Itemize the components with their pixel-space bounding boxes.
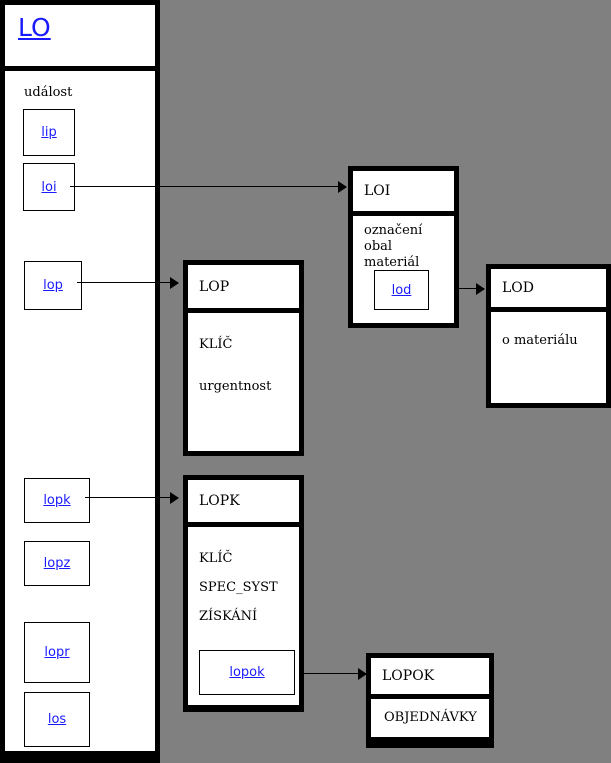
arrowhead-loi-to-LOI <box>338 181 347 193</box>
attribute-material: materiál <box>364 255 420 270</box>
connector-lopok-to-LOPOK <box>291 673 366 674</box>
link-box-lopk[interactable]: lopk <box>24 478 90 523</box>
arrowhead-lop-to-LOP <box>170 277 179 289</box>
attribute-urgentnost: urgentnost <box>199 379 272 394</box>
entity-LOPK-body: KLÍČ SPEC_SYST ZÍSKÁNÍ lopok <box>188 527 299 705</box>
entity-LOI[interactable]: LOI označení obal materiál lod <box>348 166 459 328</box>
panel-title-link[interactable]: LO <box>18 13 51 42</box>
connector-lopk-to-LOPK <box>85 497 178 498</box>
entity-LOP-body: KLÍČ urgentnost <box>188 313 299 451</box>
entity-LOD-name: LOD <box>502 280 534 296</box>
link-box-lopok[interactable]: lopok <box>199 650 295 695</box>
attribute-o-materialu: o materiálu <box>502 333 578 348</box>
attribute-obal: obal <box>364 239 393 254</box>
attribute-klic-lop: KLÍČ <box>199 337 233 352</box>
connector-lop-to-LOP <box>77 282 178 283</box>
connector-loi-to-LOI <box>70 186 346 187</box>
panel-title-box: LO <box>5 5 155 66</box>
link-los[interactable]: los <box>47 712 67 727</box>
entity-LOI-body: označení obal materiál lod <box>353 216 454 323</box>
link-box-lopr[interactable]: lopr <box>24 622 90 683</box>
link-box-lip[interactable]: lip <box>23 109 75 156</box>
attribute-objednavky: OBJEDNÁVKY <box>384 710 477 725</box>
entity-LOPK-name: LOPK <box>199 493 240 509</box>
panel-section-label: událost <box>24 85 73 100</box>
attribute-klic-lopk: KLÍČ <box>199 551 233 566</box>
entity-LOPOK-name: LOPOK <box>382 668 435 684</box>
arrowhead-lod-to-LOD <box>476 283 485 295</box>
left-panel: LO událost lip loi lop lopk lopz lopr <box>0 0 160 763</box>
attribute-ziskani: ZÍSKÁNÍ <box>199 609 258 624</box>
link-lod[interactable]: lod <box>391 282 412 298</box>
link-lopr[interactable]: lopr <box>44 645 70 660</box>
link-box-loi[interactable]: loi <box>23 163 75 211</box>
entity-LOPK-header: LOPK <box>188 480 299 522</box>
entity-LOD[interactable]: LOD o materiálu <box>486 264 611 408</box>
entity-LOD-header: LOD <box>491 269 606 307</box>
link-lop[interactable]: lop <box>43 278 63 293</box>
entity-LOP-name: LOP <box>199 278 230 295</box>
entity-LOI-header: LOI <box>353 171 454 211</box>
entity-LOPK[interactable]: LOPK KLÍČ SPEC_SYST ZÍSKÁNÍ lopok <box>183 475 304 712</box>
link-lip[interactable]: lip <box>41 125 57 140</box>
link-box-lopz[interactable]: lopz <box>24 541 90 586</box>
entity-LOPOK-body: OBJEDNÁVKY <box>371 699 489 737</box>
entity-LOP[interactable]: LOP KLÍČ urgentnost <box>183 260 304 456</box>
attribute-oznaceni: označení <box>364 223 423 238</box>
arrowhead-lopok-to-LOPOK <box>358 668 367 680</box>
entity-LOD-body: o materiálu <box>491 312 606 403</box>
link-box-los[interactable]: los <box>24 692 90 747</box>
entity-LOI-name: LOI <box>364 183 391 199</box>
arrowhead-lopk-to-LOPK <box>170 492 179 504</box>
link-lopz[interactable]: lopz <box>43 556 71 571</box>
entity-LOPOK[interactable]: LOPOK OBJEDNÁVKY <box>366 653 494 748</box>
entity-LOPOK-header: LOPOK <box>371 658 489 694</box>
link-lopk[interactable]: lopk <box>43 493 71 508</box>
link-box-lop[interactable]: lop <box>24 261 82 310</box>
attribute-spec-syst: SPEC_SYST <box>199 580 278 595</box>
link-box-lod[interactable]: lod <box>374 270 429 310</box>
link-loi[interactable]: loi <box>41 179 57 195</box>
link-lopok[interactable]: lopok <box>229 665 265 680</box>
entity-LOP-header: LOP <box>188 265 299 308</box>
panel-body: událost lip loi lop lopk lopz lopr los <box>5 71 155 751</box>
